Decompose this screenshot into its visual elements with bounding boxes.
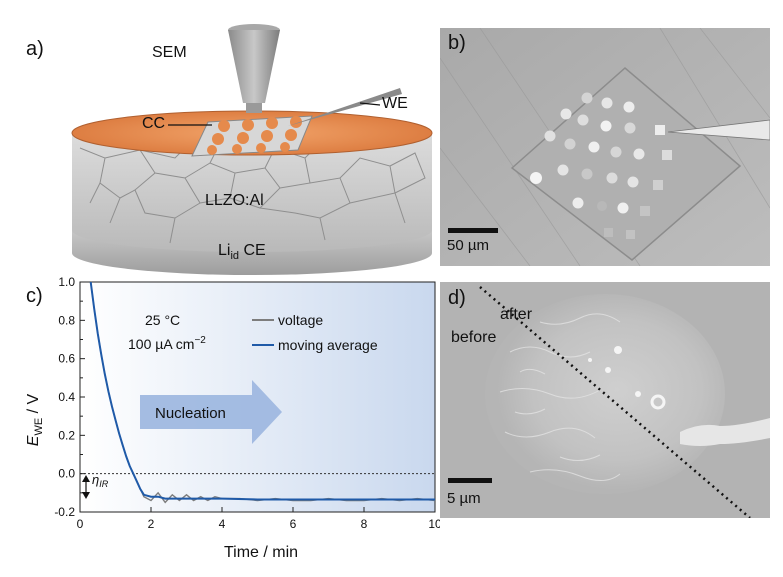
panel-c-letter: c) (26, 285, 43, 307)
sem-label: SEM (152, 44, 187, 61)
sem-setup-schematic (71, 24, 433, 275)
after-label: after (500, 306, 533, 323)
voltage-chart: 0 2 4 6 8 10 -0.2 0.0 0.2 0.4 0.6 0.8 1.0 Nucleation… (25, 275, 440, 561)
nucleation-label: Nucleation (155, 405, 226, 422)
panel-a-letter: a) (26, 38, 44, 60)
grain-boundaries (79, 142, 426, 244)
condition-current: 100 µA cm−2 (128, 335, 206, 352)
electrode-dots (530, 92, 672, 239)
we-label: WE (382, 95, 408, 112)
particles (588, 346, 666, 410)
before-label: before (451, 329, 497, 346)
scale-label-b: 50 µm (447, 237, 489, 254)
scale-bar-d (448, 478, 492, 483)
panel-d-letter: d) (448, 287, 466, 309)
x-tick-label: 8 (361, 517, 368, 531)
scale-label-d: 5 µm (447, 490, 481, 507)
deposit-region (485, 294, 725, 494)
series-line-moving-average (89, 281, 435, 501)
condition-temp: 25 °C (145, 312, 180, 328)
eta-label: ηIR (92, 472, 109, 489)
cc-label: CC (142, 115, 166, 132)
x-tick-label: 2 (148, 517, 155, 531)
sem-tip (246, 103, 262, 113)
probe-needle (667, 119, 770, 141)
x-tick-label: 4 (219, 517, 226, 531)
x-tick-label: 10 (428, 517, 440, 531)
deposit-texture (499, 313, 621, 481)
y-tick-label: 0.6 (58, 352, 75, 366)
x-axis-label: Time / min (224, 544, 298, 561)
y-axis-label: EWE / V (25, 393, 45, 446)
llzo-label: LLZO:Al (205, 192, 264, 209)
panel-b-letter: b) (448, 32, 466, 54)
y-tick-label: 0.8 (58, 313, 75, 327)
y-tick-label: 1.0 (58, 275, 75, 289)
legend-voltage: voltage (278, 312, 323, 328)
y-tick-label: 0.0 (58, 467, 75, 481)
cc-dots (207, 116, 302, 155)
eta-ir-annotation: ηIR (82, 472, 109, 499)
y-tick-label: 0.2 (58, 428, 75, 442)
sem-column (228, 30, 280, 103)
sem-image-overview (440, 28, 770, 266)
ce-label: Liid CE (218, 242, 266, 263)
y-tick-label: -0.2 (54, 505, 75, 519)
needle-residue (680, 418, 770, 446)
sem-image-detail (440, 282, 770, 518)
legend: voltage moving average (252, 312, 378, 353)
nucleation-arrow (140, 380, 282, 444)
legend-moving-average: moving average (278, 337, 378, 353)
scale-bar-b (448, 228, 498, 233)
y-tick-label: 0.4 (58, 390, 75, 404)
we-needle (288, 88, 402, 126)
x-tick-label: 0 (77, 517, 84, 531)
x-tick-label: 6 (290, 517, 297, 531)
llzo-pellet-side (72, 133, 432, 252)
